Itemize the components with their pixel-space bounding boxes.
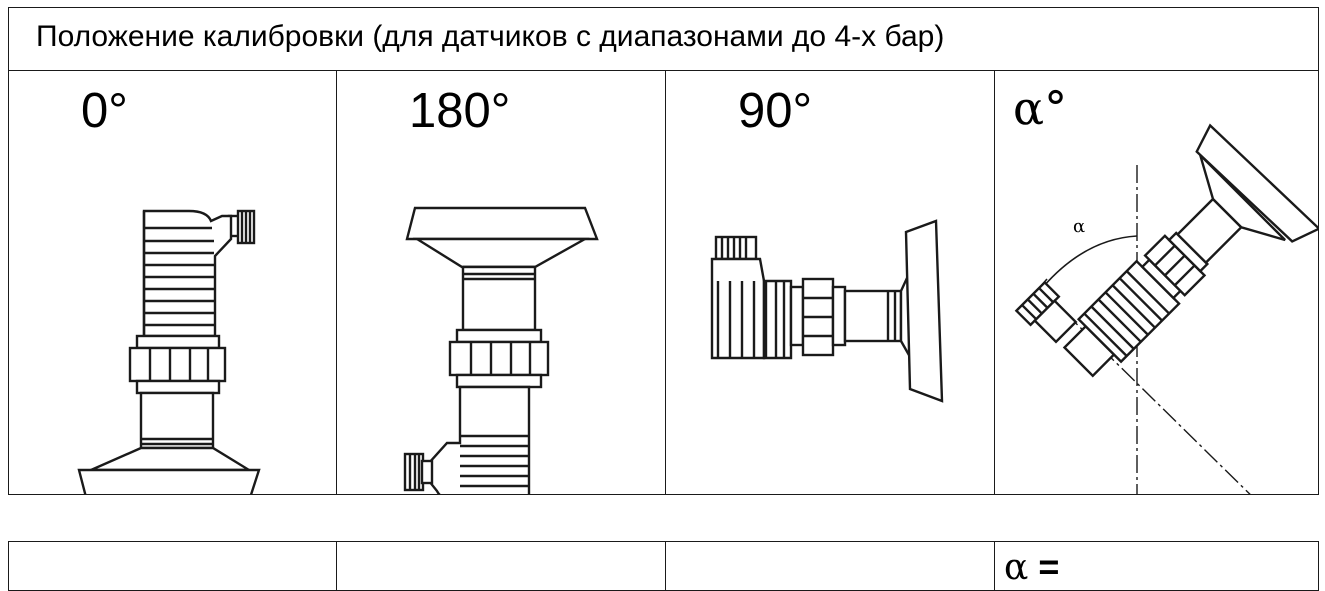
sensor-upright-icon <box>77 209 261 494</box>
sensor-horizontal-icon <box>710 219 944 403</box>
position-cell-180: 180° <box>336 70 666 495</box>
header-cell: Положение калибровки (для датчиков с диа… <box>8 7 1319 71</box>
entry-cell-90[interactable] <box>665 541 995 591</box>
angle-label-180: 180° <box>409 84 511 138</box>
angle-label-alpha: α° <box>1013 81 1068 135</box>
alpha-equals-label: α = <box>1004 546 1059 588</box>
angle-label-0: 0° <box>81 84 128 138</box>
table-title: Положение калибровки (для датчиков с диа… <box>36 20 945 53</box>
alpha-symbol: α <box>1004 547 1029 588</box>
angle-entry-row: α = <box>8 541 1319 591</box>
position-cell-90: 90° <box>665 70 995 495</box>
equals-sign: = <box>1038 546 1060 587</box>
entry-cell-180[interactable] <box>336 541 666 591</box>
sensor-inverted-icon <box>403 206 599 494</box>
angle-alpha-mark: α <box>1073 216 1086 237</box>
position-cell-0: 0° <box>8 70 337 495</box>
angle-label-90: 90° <box>738 84 813 138</box>
sensor-tilted-icon <box>1014 123 1319 494</box>
entry-cell-0[interactable] <box>8 541 337 591</box>
position-cell-alpha: α° <box>994 70 1319 495</box>
calibration-position-table: Положение калибровки (для датчиков с диа… <box>8 7 1319 495</box>
entry-cell-alpha[interactable]: α = <box>994 541 1319 591</box>
